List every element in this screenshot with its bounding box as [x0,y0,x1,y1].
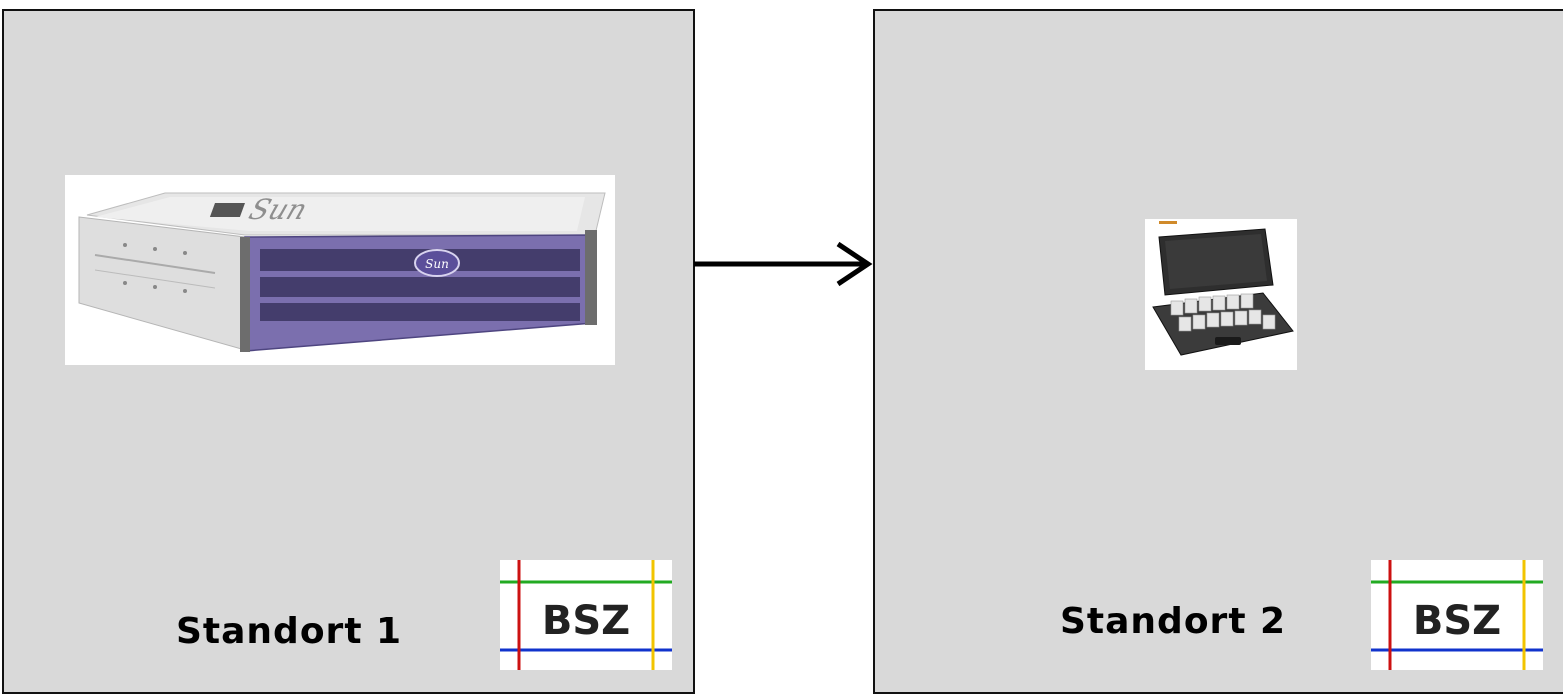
svg-text:BSZ: BSZ [1413,598,1501,644]
site-1-label: Standort 1 [176,611,403,652]
site-1-panel: Sun Sun Standort 1 BSZ [2,9,695,694]
svg-text:Sun: Sun [425,257,449,271]
svg-text:BSZ: BSZ [542,598,630,644]
site-2-panel: Standort 2 BSZ [873,9,1563,694]
bsz-logo: BSZ [1371,560,1543,670]
storage-server-image: Sun Sun [65,175,615,365]
svg-text:Sun: Sun [245,193,312,226]
site-2-label: Standort 2 [1060,601,1287,642]
bsz-logo: BSZ [500,560,672,670]
tape-case-image [1145,219,1297,370]
flow-arrow [694,241,873,287]
